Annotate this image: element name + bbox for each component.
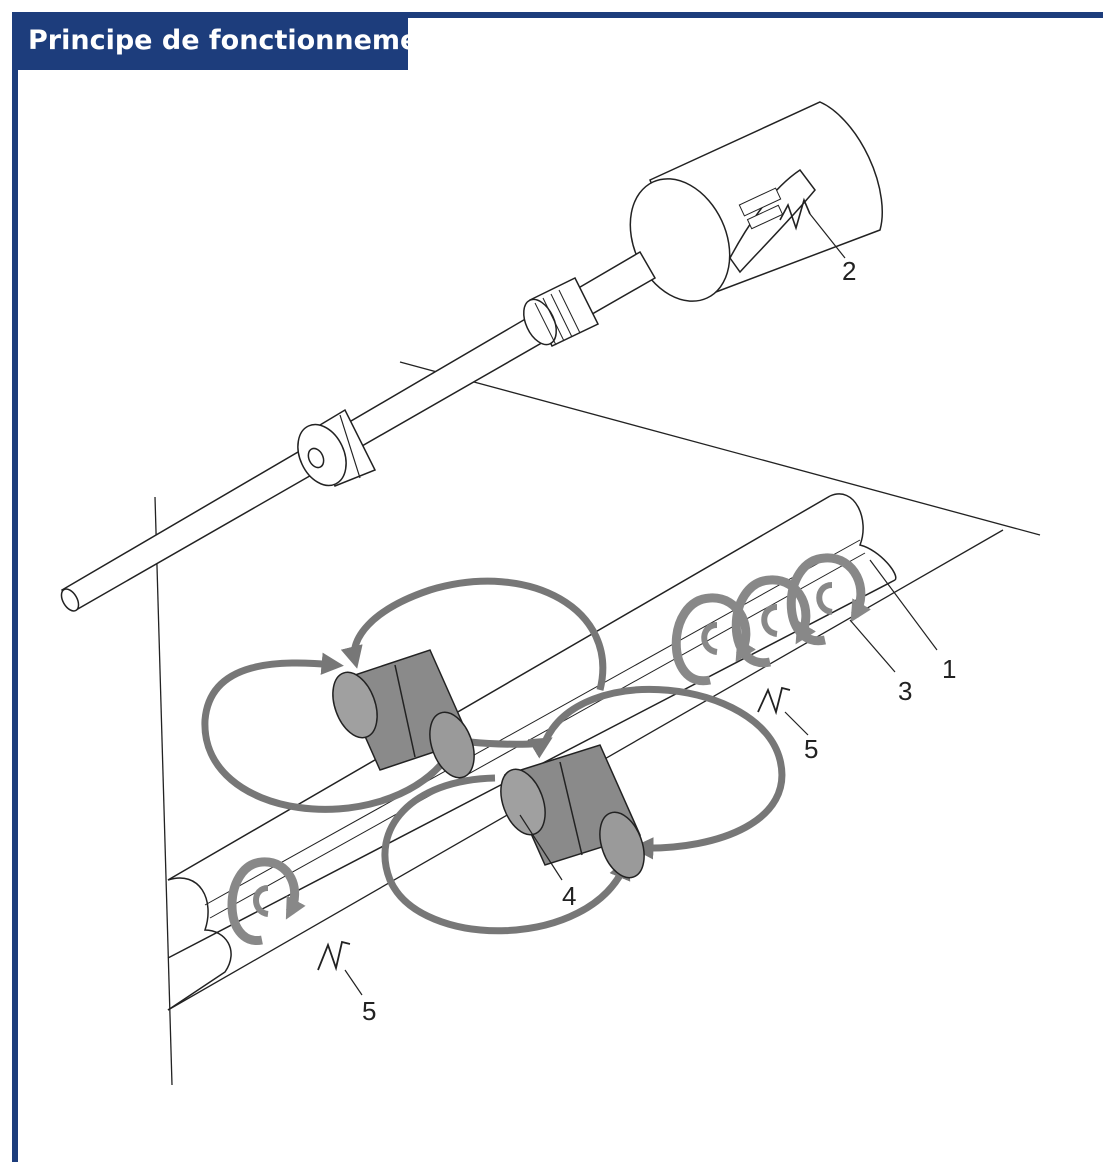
callout-labels: 1 2 3 4 5 5 bbox=[362, 256, 956, 1026]
sensing-stem bbox=[60, 250, 657, 612]
magnet-upper bbox=[332, 649, 475, 779]
frame-top-border bbox=[12, 12, 1103, 18]
callout-2: 2 bbox=[842, 256, 856, 286]
title-tab bbox=[12, 12, 408, 70]
page-title: Principe de fonctionnement bbox=[28, 25, 451, 56]
leader-lines bbox=[344, 559, 938, 996]
signal-symbols bbox=[317, 686, 791, 972]
callout-1: 1 bbox=[942, 654, 956, 684]
float-ring bbox=[297, 408, 377, 487]
callout-3: 3 bbox=[898, 676, 912, 706]
electronics-board bbox=[738, 187, 811, 231]
callout-4: 4 bbox=[562, 881, 576, 911]
magnet-lower bbox=[500, 744, 645, 879]
waveguide-cutaway bbox=[167, 493, 897, 1011]
torsion-pulses bbox=[227, 553, 871, 945]
callout-5-lower: 5 bbox=[362, 996, 376, 1026]
callout-5-upper: 5 bbox=[804, 734, 818, 764]
float-magnets bbox=[332, 649, 645, 879]
threaded-fitting bbox=[523, 276, 600, 348]
sensor-head bbox=[629, 101, 883, 302]
magnetic-field-loops bbox=[201, 577, 786, 935]
frame-left-border bbox=[12, 12, 18, 1162]
